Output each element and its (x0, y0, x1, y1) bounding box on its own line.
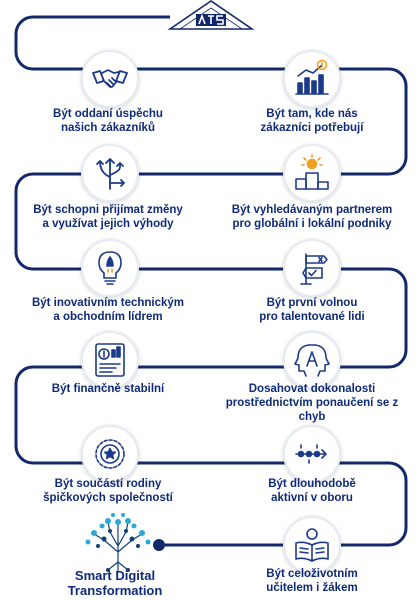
award-icon (95, 439, 125, 469)
money-chart-node (283, 50, 341, 108)
handshake-icon (92, 69, 128, 88)
company-logo (167, 0, 255, 30)
split-arrows-icon (96, 158, 125, 190)
ai-head-icon (294, 344, 330, 377)
step-7-label: Být finančně stabilní (51, 383, 165, 395)
money-chart-icon (295, 59, 329, 95)
ai-head-node (283, 331, 341, 389)
award-node (81, 425, 139, 483)
podium-node (283, 144, 341, 202)
brand-title: Smart Digital Transformation (67, 568, 163, 598)
finance-report-node (81, 331, 139, 389)
rocket-bulb-icon (98, 251, 122, 285)
timeline-icon (295, 444, 327, 464)
split-arrows-node (81, 144, 139, 202)
reader-icon (295, 528, 329, 562)
signpost-icon (300, 253, 328, 285)
handshake-node (81, 50, 139, 108)
signpost-node (283, 239, 341, 297)
finance-report-icon (95, 343, 125, 377)
rocket-bulb-node (81, 239, 139, 297)
timeline-node (283, 425, 341, 483)
reader-node (283, 516, 341, 574)
digital-tree-icon (85, 513, 151, 572)
path-end-dot (153, 539, 165, 551)
podium-icon (295, 154, 329, 190)
